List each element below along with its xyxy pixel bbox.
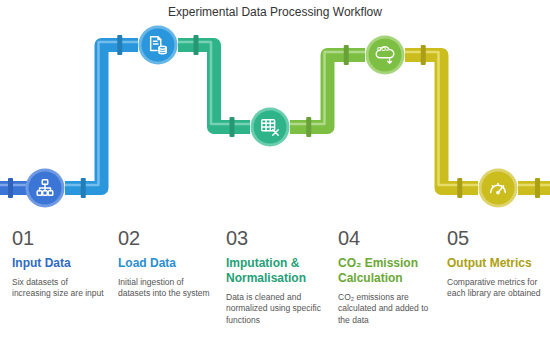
step-number: 01 [12,226,34,250]
pipe-highlight [65,42,138,185]
pipe-flange [421,45,426,65]
step-circle [365,35,405,75]
pipe-flange [344,45,349,65]
pipe-flange [306,117,311,137]
step-heading: Output Metrics [447,256,532,271]
circle-ring [251,108,290,147]
pipe-connector [405,55,478,188]
step-heading: CO₂ Emission Calculation [338,256,434,286]
step-description: Six datasets of increasing size are inpu… [12,277,108,300]
step-description: Data is cleaned and normalized using spe… [226,292,322,326]
process-step: 02Load DataInitial ingestion of datasets… [138,25,178,65]
diagram-title: Experimental Data Processing Workflow [0,5,550,19]
step-icon [37,180,53,196]
step-text-column: 05Output MetricsComparative metrics for … [447,226,543,300]
step-heading: Load Data [118,256,176,271]
pipe-group [405,45,478,198]
step-number: 03 [226,226,248,250]
pipe-flange [194,35,199,55]
pipe-connector [65,45,138,188]
process-step: 01Input DataSix datasets of increasing s… [25,168,65,208]
step-description: Comparative metrics for each library are… [447,277,543,300]
process-step: 04CO₂ Emission CalculationCO₂ emissions … [365,35,405,75]
step-circle [138,25,178,65]
step-number: 02 [118,226,140,250]
pipe-flange [230,117,235,137]
step-text-column: 03Imputation & NormalisationData is clea… [226,226,322,326]
step-text-column: 04CO₂ Emission CalculationCO₂ emissions … [338,226,434,326]
circle-ring [366,36,405,75]
circle-fill [254,111,287,144]
circle-ring [139,26,178,65]
process-step: 05Output MetricsComparative metrics for … [478,168,518,208]
step-description: CO₂ emissions are calculated and added t… [338,292,434,326]
step-number: 04 [338,226,360,250]
pipe-highlight [405,52,478,185]
step-description: Initial ingestion of datasets into the s… [118,277,214,300]
step-icon [262,120,279,136]
step-icon [376,47,394,64]
circle-fill [369,39,402,72]
pipe-flange [117,35,122,55]
outlet-pipe [518,178,550,198]
pipe-connector [290,55,365,127]
step-heading: Imputation & Normalisation [226,256,322,286]
pipe-highlight [290,52,365,124]
pipe-group [65,35,138,198]
pipe-highlight [178,42,250,124]
pipe-group [178,35,250,137]
pipe-flange [81,178,86,198]
icon-label: CO₂ [377,46,389,52]
circle-fill [29,172,62,205]
step-circle [250,107,290,147]
step-icon [151,37,167,54]
circle-ring [479,169,518,208]
process-step: 03Imputation & NormalisationData is clea… [250,107,290,147]
step-text-column: 01Input DataSix datasets of increasing s… [12,226,108,300]
pipe-group [290,45,365,137]
pipe-flange [457,178,462,198]
circle-fill [482,172,515,205]
pipe-connector [178,45,250,127]
circle-fill [142,29,175,62]
step-circle [25,168,65,208]
step-heading: Input Data [12,256,71,271]
step-icon [491,183,506,193]
step-text-column: 02Load DataInitial ingestion of datasets… [118,226,214,300]
step-number: 05 [447,226,469,250]
circle-ring [26,169,65,208]
step-circle [478,168,518,208]
inlet-pipe [0,178,28,198]
